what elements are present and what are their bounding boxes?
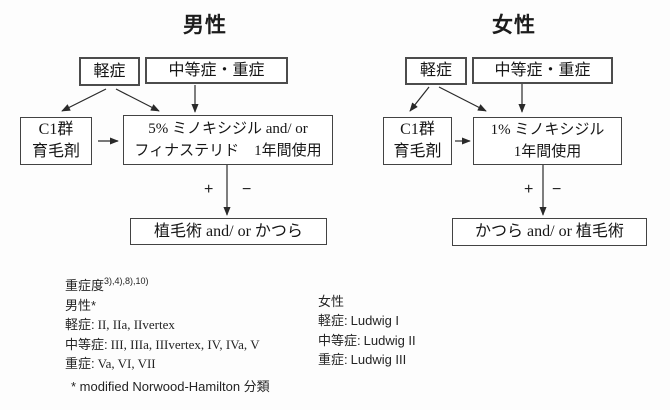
male-minus-sign: −: [242, 181, 252, 198]
legend-row-value: II, IIa, IIvertex: [97, 317, 175, 332]
legend-row-value: Ludwig III: [350, 352, 407, 367]
male-treatment-line1: 5% ミノキシジル and/ or: [148, 121, 308, 137]
legend-severity-heading: 重症度3),4),8),10): [65, 272, 260, 296]
legend-male-row-severe: 重症:Va, VI, VII: [65, 354, 260, 374]
legend-footnote: * modified Norwood-Hamilton 分類: [71, 379, 270, 394]
male-c1-box: C1群 育毛剤: [20, 117, 92, 165]
legend-row-label: 重症:: [65, 356, 95, 371]
legend-female-row-severe: 重症:Ludwig III: [318, 350, 416, 370]
female-arrow-mild-to-treatment: [438, 86, 487, 112]
female-moderate-severe-box: 中等症・重症: [472, 57, 613, 84]
legend-row-label: 中等症:: [318, 332, 361, 348]
male-chart-title: 男性: [183, 14, 227, 37]
female-c1-line1: C1群: [400, 121, 435, 138]
male-c1-line2: 育毛剤: [31, 143, 80, 160]
female-c1-line2: 育毛剤: [393, 143, 442, 160]
male-plus-sign: +: [204, 181, 214, 198]
legend-row-value: Ludwig I: [350, 313, 400, 328]
male-moderate-severe-box: 中等症・重症: [145, 57, 288, 84]
legend-male-row-mild: 軽症:II, IIa, IIvertex: [65, 315, 260, 335]
male-outcome-box: 植毛術 and/ or かつら: [130, 218, 327, 245]
female-mild-box: 軽症: [405, 57, 467, 85]
male-treatment-line2: フィナステリド 1年間使用: [134, 143, 322, 159]
male-c1-line1: C1群: [38, 121, 74, 138]
legend-male-row-moderate: 中等症:III, IIIa, IIIvertex, IV, IVa, V: [65, 335, 260, 355]
legend-row-label: 軽症:: [65, 317, 95, 332]
legend-row-label: 重症:: [318, 352, 348, 367]
female-chart-title: 女性: [492, 14, 536, 37]
legend-row-value: III, IIIa, IIIvertex, IV, IVa, V: [110, 336, 260, 352]
female-treatment-box: 1% ミノキシジル 1年間使用: [473, 117, 622, 165]
male-arrow-mild-to-c1: [61, 88, 107, 112]
female-plus-sign: +: [524, 181, 534, 198]
legend-row-label: 中等症:: [65, 336, 108, 352]
male-mild-box: 軽症: [79, 57, 140, 86]
legend-severity-title: 重症度: [65, 278, 105, 293]
legend-female-row-mild: 軽症:Ludwig I: [318, 311, 416, 331]
legend-row-label: 軽症:: [318, 313, 348, 328]
male-treatment-box: 5% ミノキシジル and/ or フィナステリド 1年間使用: [123, 115, 333, 165]
legend-female-row-moderate: 中等症:Ludwig II: [318, 331, 416, 351]
legend-male-column: 重症度3),4),8),10) 男性* 軽症:II, IIa, IIvertex…: [65, 272, 260, 374]
female-arrow-mild-to-c1: [409, 86, 430, 112]
legend-female-heading: 女性: [318, 293, 345, 309]
male-arrow-mild-to-treatment: [115, 88, 160, 112]
legend-female-column: 女性 軽症:Ludwig I 中等症:Ludwig II 重症:Ludwig I…: [318, 292, 416, 370]
legend-row-value: Ludwig II: [363, 332, 416, 348]
legend-reference-marks: 3),4),8),10): [104, 276, 149, 286]
female-minus-sign: −: [552, 181, 562, 198]
female-outcome-box: かつら and/ or 植毛術: [452, 218, 647, 246]
legend-row-value: Va, VI, VII: [97, 356, 156, 371]
female-treatment-line2: 1年間使用: [513, 144, 582, 160]
female-treatment-line1: 1% ミノキシジル: [490, 122, 605, 138]
female-c1-box: C1群 育毛剤: [383, 117, 452, 165]
legend-male-heading: 男性*: [65, 297, 97, 313]
